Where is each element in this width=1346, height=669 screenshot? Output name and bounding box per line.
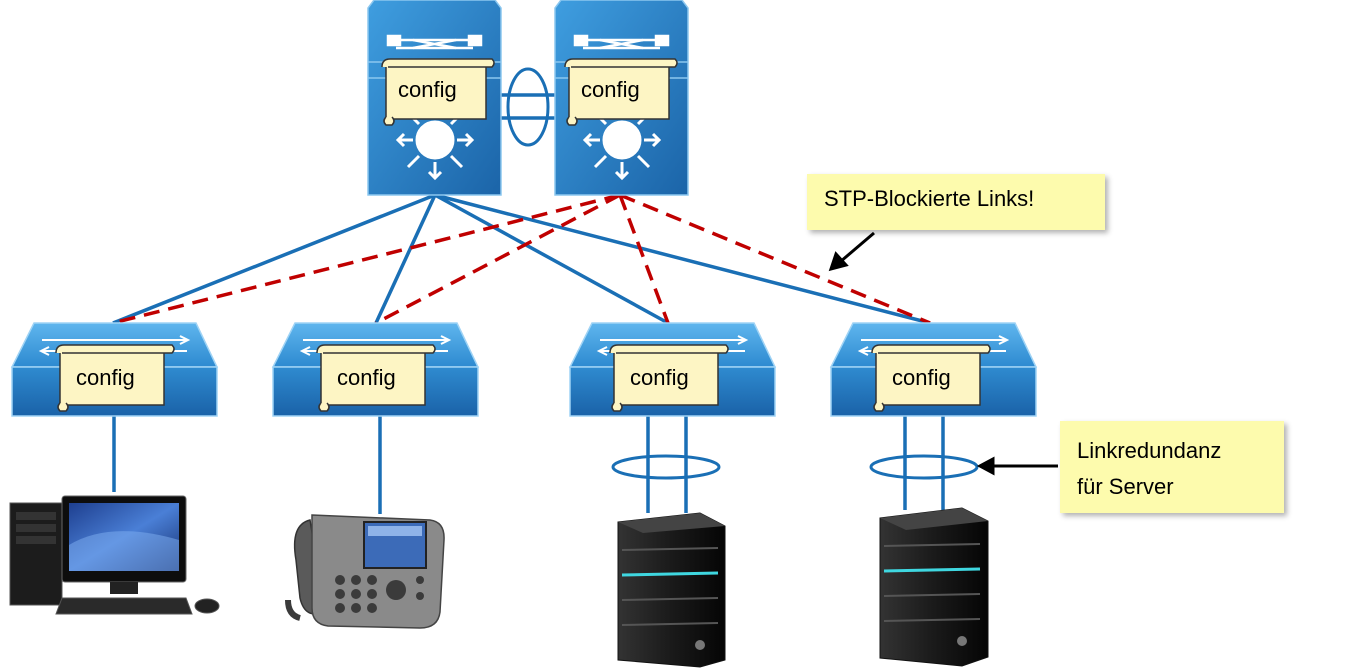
- config-label: config: [581, 77, 640, 102]
- stp-blocked-callout: STP-Blockierte Links!: [807, 174, 1105, 230]
- config-scroll-access-3[interactable]: config: [609, 344, 729, 412]
- crossed-arrows-icon: [386, 34, 483, 50]
- etherchannel-server2-ring: [869, 454, 979, 480]
- config-scroll-access-4[interactable]: config: [871, 344, 991, 412]
- stp-blocked-text: STP-Blockierte Links!: [824, 186, 1035, 211]
- active-links: [112, 93, 945, 514]
- stp-blocked-links: [112, 193, 931, 325]
- link-core1-access2: [374, 194, 437, 324]
- config-scroll-core-2[interactable]: config: [564, 58, 678, 126]
- link-core1-access1: [112, 193, 436, 325]
- link-redundancy-line2: für Server: [1077, 474, 1174, 499]
- blocked-link-access3: [618, 194, 670, 324]
- link-redundancy-line1: Linkredundanz: [1077, 438, 1222, 463]
- config-scroll-core-1[interactable]: config: [381, 58, 495, 126]
- link-core1-access3: [434, 193, 669, 325]
- link-core1-access4: [434, 193, 931, 325]
- callout-arrows: [828, 231, 1058, 476]
- stp-arrow: [839, 231, 875, 264]
- ip-phone-icon[interactable]: [285, 514, 445, 629]
- blocked-link-access1: [112, 193, 621, 325]
- server-icon[interactable]: [879, 507, 989, 667]
- etherchannel-core-ring: [506, 67, 550, 147]
- config-label: config: [76, 365, 135, 390]
- etherchannel-server1-ring: [611, 454, 721, 480]
- config-scroll-access-2[interactable]: config: [316, 344, 436, 412]
- blocked-link-access2: [375, 193, 621, 325]
- config-label: config: [892, 365, 951, 390]
- config-label: config: [398, 77, 457, 102]
- crossed-arrows-icon: [573, 34, 670, 50]
- config-label: config: [337, 365, 396, 390]
- stp-arrowhead: [828, 251, 849, 272]
- config-label: config: [630, 365, 689, 390]
- desktop-pc-icon[interactable]: [9, 495, 220, 615]
- config-scroll-access-1[interactable]: config: [55, 344, 175, 412]
- redundancy-arrowhead: [976, 456, 995, 476]
- server-icon[interactable]: [617, 512, 726, 668]
- blocked-link-access4: [619, 193, 931, 325]
- link-redundancy-callout: Linkredundanz für Server: [1060, 421, 1284, 513]
- router-arrows-icon: [395, 111, 475, 181]
